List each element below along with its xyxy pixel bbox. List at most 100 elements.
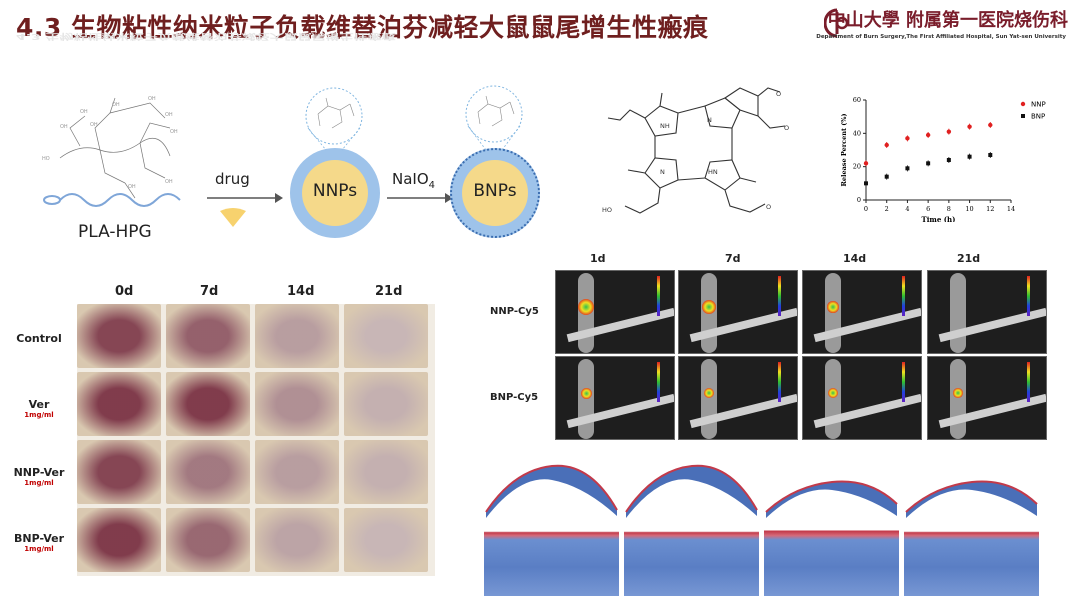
rat-tail: [825, 273, 841, 353]
x-tick-label: 4: [905, 205, 909, 213]
polymer-label: PLA-HPG: [78, 222, 152, 242]
x-tick-label: 14: [1007, 205, 1015, 213]
fluorescence-signal: [704, 388, 714, 398]
fluorescence-signal: [580, 387, 592, 399]
wound-row-name: Control: [16, 332, 62, 345]
wound-row-dose: 1mg/ml: [24, 545, 54, 553]
data-point-nnp: [884, 142, 889, 148]
slide-title: 4.3 生物粘性纳米粒子负载维替泊芬减轻大鼠鼠尾增生性瘢痕: [16, 13, 709, 42]
bnp-label: BNPs: [473, 181, 517, 201]
x-tick-label: 8: [947, 205, 951, 213]
masson-section-low: [905, 480, 1038, 518]
data-point-nnp: [863, 161, 869, 166]
rat-tail: [701, 359, 717, 439]
wound-row-label-0: Control: [4, 332, 74, 345]
wound-photo: [255, 440, 339, 504]
wound-photo: [255, 304, 339, 368]
histology-high-mag: [904, 524, 1039, 596]
legend-marker: [1021, 114, 1025, 118]
rat-tail: [825, 359, 841, 439]
wound-photo: [77, 440, 161, 504]
wound-photo: [255, 372, 339, 436]
data-point-bnp: [988, 153, 993, 157]
intensity-colorbar: [778, 276, 781, 316]
data-point-bnp: [946, 158, 951, 162]
hospital-logo-text: 中山大學 附属第一医院烧伤科: [827, 10, 1068, 31]
y-tick-label: 20: [853, 163, 861, 171]
wound-photo: [77, 304, 161, 368]
intensity-colorbar: [902, 276, 905, 316]
x-tick-label: 2: [885, 205, 889, 213]
naio4-subscript: 4: [428, 180, 436, 191]
wound-row-name: NNP-Ver: [13, 466, 65, 479]
rat-tail: [578, 359, 594, 439]
nnp-particle: NNPs: [290, 148, 380, 238]
svg-text:OH: OH: [170, 129, 178, 135]
hospital-logo-subtitle: Department of Burn Surgery,The First Aff…: [816, 34, 1066, 40]
masson-section-low: [485, 464, 618, 518]
wound-row-name: Ver: [28, 398, 50, 411]
hospital-logo: [823, 8, 850, 42]
data-point-bnp: [864, 181, 868, 186]
data-point-bnp: [967, 154, 972, 159]
wound-row-name: BNP-Ver: [13, 532, 65, 545]
fluorescence-panel: 1d 7d 14d 21d NNP-Cy5 BNP-Cy5: [480, 250, 1060, 450]
histology-low-mag: [904, 460, 1039, 520]
legend-label: BNP: [1031, 113, 1045, 121]
x-tick-label: 6: [926, 205, 930, 213]
y-tick-label: 60: [853, 96, 861, 104]
masson-section-low: [625, 464, 758, 518]
svg-text:HO: HO: [42, 156, 50, 162]
rat-tail: [950, 359, 966, 439]
title-reflection: 4.3 生物粘性纳米粒子负载维替泊芬减轻大鼠鼠尾增生性瘢痕: [16, 31, 396, 41]
logo-emblem-icon: [823, 8, 849, 38]
data-point-nnp: [967, 124, 972, 129]
legend-label: NNP: [1031, 101, 1046, 109]
svg-text:NH: NH: [660, 122, 670, 130]
fl-row-label-1: BNP-Cy5: [490, 392, 539, 403]
svg-text:OH: OH: [112, 102, 120, 108]
svg-text:OH: OH: [165, 179, 173, 185]
wound-col-label-3: 21d: [375, 284, 403, 299]
wound-col-label-2: 14d: [287, 284, 315, 299]
histology-low-mag: [764, 460, 899, 520]
wound-photo-area: [77, 304, 435, 576]
intensity-colorbar: [778, 362, 781, 402]
fl-row-label-0: NNP-Cy5: [490, 306, 539, 317]
svg-text:OH: OH: [90, 122, 98, 128]
wound-photo: [344, 440, 428, 504]
y-tick-label: 40: [853, 129, 861, 137]
masson-section-low: [765, 480, 898, 518]
fluorescence-image: [555, 270, 675, 354]
svg-text:HN: HN: [708, 168, 718, 176]
histology-low-mag: [484, 460, 619, 520]
naio4-step-label: NaIO4: [392, 170, 435, 191]
wound-row-label-3: BNP-Ver 1mg/ml: [4, 532, 74, 553]
y-tick-label: 0: [857, 196, 861, 204]
wound-col-label-0: 0d: [115, 284, 134, 299]
naio4-text: NaIO4: [392, 170, 436, 191]
fl-col-label-1: 7d: [725, 252, 741, 265]
intensity-colorbar: [1027, 362, 1030, 402]
intensity-colorbar: [657, 276, 660, 316]
wound-photo: [77, 372, 161, 436]
svg-text:O: O: [776, 90, 781, 98]
wound-photo: [255, 508, 339, 572]
wound-photo: [77, 508, 161, 572]
wound-row-label-2: NNP-Ver 1mg/ml: [4, 466, 74, 487]
histology-panel: [484, 460, 1044, 600]
bnp-particle: BNPs: [450, 148, 540, 238]
bnp-zoom-callout: [465, 85, 523, 151]
histology-high-mag: [484, 524, 619, 596]
data-point-bnp: [926, 161, 931, 166]
fluorescence-signal: [702, 300, 716, 314]
histology-high-mag: [764, 524, 899, 596]
legend-marker: [1020, 101, 1026, 107]
x-axis-label: Time (h): [922, 215, 956, 222]
drug-fan-icon: [220, 208, 246, 227]
wound-photo: [344, 372, 428, 436]
